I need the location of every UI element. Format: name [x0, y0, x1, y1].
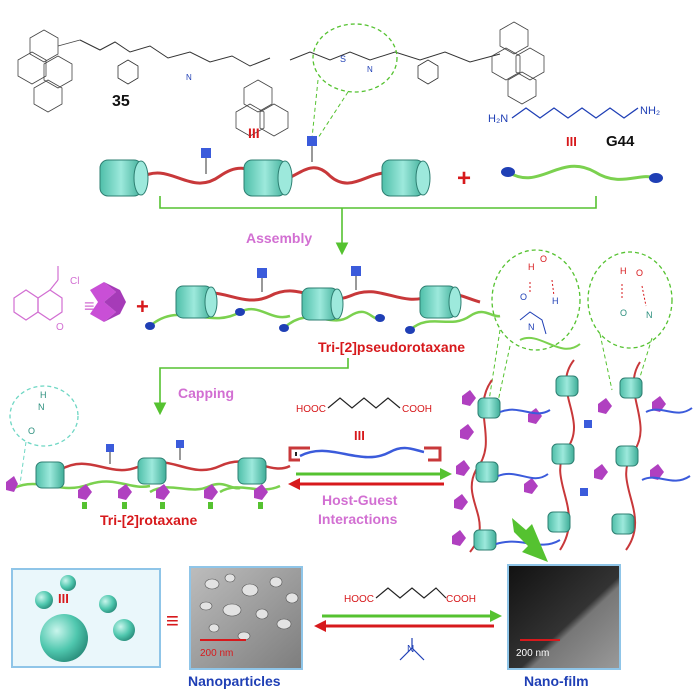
hb1-o-label: O — [540, 254, 547, 264]
pillararene-left — [17, 29, 81, 113]
roman-label-top-right: III — [566, 134, 577, 149]
roman-label-top: III — [248, 125, 260, 141]
hbond-callout-2: H O O N — [587, 251, 673, 391]
diamine-chain — [511, 107, 639, 119]
capping-arrow — [153, 358, 349, 416]
host-guest-label-1: Host-Guest — [322, 492, 398, 508]
rotaxane-cartoon — [6, 440, 291, 509]
callout-ellipse-amide — [9, 385, 79, 447]
plus-sign-mid: + — [136, 294, 149, 319]
o-label-acyl: O — [56, 322, 64, 333]
h2n-label: H₂N — [488, 113, 508, 125]
cooh-label-2: COOH — [446, 594, 476, 605]
sem-nanofilm — [507, 564, 621, 670]
ring-mid-2 — [301, 287, 344, 321]
cl-label: Cl — [70, 276, 79, 287]
network-strand-3 — [495, 361, 693, 551]
bottom-arrows — [314, 610, 502, 632]
hooc-label-1: HOOC — [296, 404, 326, 415]
assembly-label: Assembly — [246, 230, 312, 246]
ring-rot-2 — [137, 457, 167, 485]
diacid-bottom: HOOC COOH — [344, 587, 476, 605]
host-guest-label-2: Interactions — [318, 511, 398, 527]
hb2-o-label: O — [636, 268, 643, 278]
host-guest-arrows — [288, 468, 452, 490]
blue-pendant-2 — [307, 136, 317, 146]
compound-35-label: 35 — [112, 93, 130, 110]
network-strand-1 — [452, 379, 501, 553]
linker-chain-35-right — [289, 51, 501, 63]
roman-label-acid: III — [354, 428, 365, 443]
cooh-label-1: COOH — [402, 404, 432, 415]
callout-ellipse-top — [312, 23, 398, 93]
network-strand-2 — [519, 337, 592, 551]
compound-g44-label: G44 — [606, 133, 635, 150]
ring-top-3 — [381, 159, 431, 197]
diamine-g44: H₂N NH₂ — [488, 105, 660, 125]
naphthoyl-chloride — [13, 266, 63, 321]
ring-rot-3 — [237, 457, 267, 485]
hb1-h2-label: H — [552, 296, 559, 306]
sem-nanoparticles — [189, 566, 303, 670]
pseudorotaxane-cartoon — [145, 266, 501, 334]
hydrazide-n-label: N — [367, 65, 373, 74]
ring-top-2 — [243, 159, 293, 197]
equiv-sign-nano: ≡ — [166, 608, 179, 633]
sphere-panel — [11, 568, 161, 668]
pseudorotaxane-label: Tri-[2]pseudorotaxane — [318, 339, 465, 355]
hooc-label-2: HOOC — [344, 594, 374, 605]
equiv-sign-cap: ≡ — [84, 296, 95, 316]
nh2-label: NH₂ — [640, 105, 660, 117]
diacid-top: HOOC COOH — [296, 397, 432, 415]
ring-rot-1 — [35, 461, 65, 489]
hbond-callout-1: H O O H N — [485, 249, 581, 421]
cartoon-35 — [99, 136, 431, 197]
linker-chain-35 — [79, 39, 271, 67]
guest-cartoon — [288, 446, 442, 462]
cap-icon-hexagon — [90, 282, 126, 322]
nanofilm-label: Nano-film — [524, 673, 589, 689]
capping-label: Capping — [178, 385, 234, 401]
linker-n-label: N — [186, 73, 192, 82]
scale-bar-label-2: 200 nm — [516, 648, 549, 659]
plus-sign-top: + — [457, 165, 471, 192]
pillararene-right — [491, 21, 545, 105]
hb1-h-label: H — [528, 262, 535, 272]
amide-h-label: H — [40, 390, 47, 400]
ring-mid-1 — [175, 285, 218, 319]
hb1-n-label: N — [528, 322, 535, 332]
ring-mid-3 — [419, 285, 462, 319]
roman-label-nano: III — [58, 591, 69, 606]
molecule-35: S N N — [17, 21, 545, 139]
pillararene-middle — [235, 79, 289, 137]
amine-bottom: N — [399, 638, 425, 661]
blue-pendant-1 — [201, 148, 211, 158]
scale-bar-label-1: 200 nm — [200, 648, 233, 659]
amide-o-label: O — [28, 426, 35, 436]
hb2-o2-label: O — [620, 308, 627, 318]
hydrazide-s-label: S — [340, 54, 346, 64]
hb2-h-label: H — [620, 266, 627, 276]
amine-n-label: N — [407, 644, 414, 655]
cartoon-g44 — [501, 164, 663, 183]
arrow-to-film — [512, 518, 548, 562]
assembly-bracket — [159, 196, 597, 256]
nanoparticles-label: Nanoparticles — [188, 673, 281, 689]
rotaxane-label: Tri-[2]rotaxane — [100, 512, 197, 528]
hb1-o2-label: O — [520, 292, 527, 302]
amide-n-label: N — [38, 402, 45, 412]
ring-top-1 — [99, 159, 149, 197]
hb2-n-label: N — [646, 310, 653, 320]
